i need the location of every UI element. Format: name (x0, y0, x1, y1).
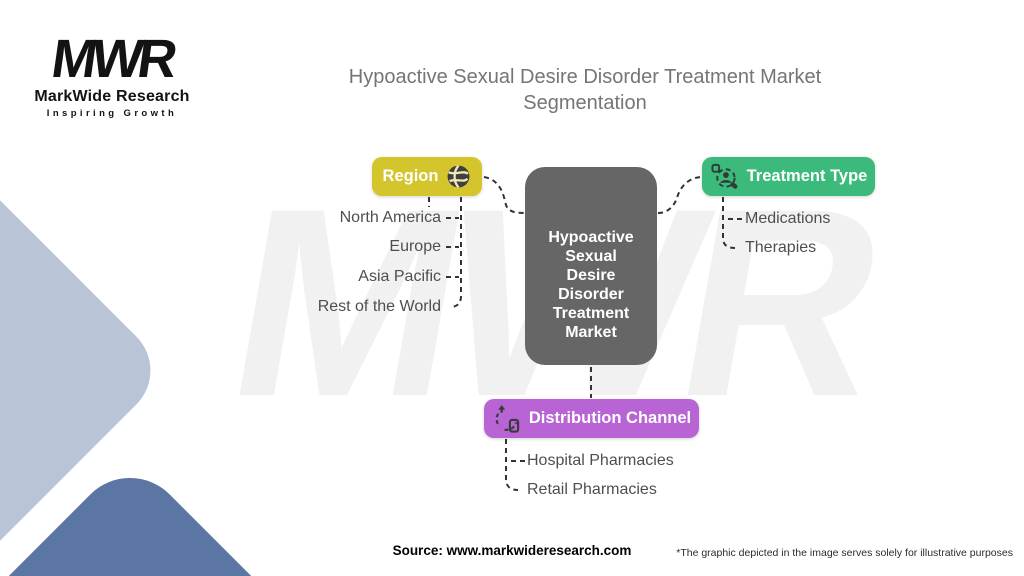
center-node-line: Disorder (558, 286, 624, 303)
center-node-line: Desire (566, 267, 616, 284)
markwide-logo: MWR MarkWide Research Inspiring Growth (28, 29, 196, 120)
region-item-asia-pacific: Asia Pacific (358, 268, 441, 285)
region-badge-label: Region (382, 167, 439, 185)
disclaimer-text: *The graphic depicted in the image serve… (676, 547, 1013, 559)
page-title-line2: Segmentation (523, 92, 647, 115)
sync-device-icon (495, 404, 520, 433)
connector-distribution-list-spine (505, 439, 519, 491)
treatment-item-therapies: Therapies (745, 239, 817, 256)
globe-icon (448, 164, 470, 189)
center-node-line: Market (565, 324, 617, 341)
center-node-line: Sexual (565, 248, 617, 265)
treatment-type-badge: Treatment Type (702, 157, 875, 196)
distribution-channel-badge-label: Distribution Channel (528, 409, 692, 427)
source-text: Source: www.markwideresearch.com (392, 543, 632, 558)
region-badge: Region (372, 157, 482, 196)
logo-tagline: Inspiring Growth (46, 108, 178, 120)
page-title: Hypoactive Sexual Desire Disorder Treatm… (260, 64, 910, 117)
center-node-line: Hypoactive (548, 229, 634, 246)
logo-name: MarkWide Research (34, 88, 190, 106)
treatment-type-badge-label: Treatment Type (746, 167, 868, 185)
distribution-channel-badge: Distribution Channel (484, 399, 699, 438)
patient-edit-icon (711, 163, 738, 189)
distribution-item-hospital-pharmacies: Hospital Pharmacies (527, 452, 674, 469)
region-item-rest-of-world: Rest of the World (317, 298, 441, 315)
distribution-item-retail-pharmacies: Retail Pharmacies (527, 481, 657, 498)
connector-center-to-treatment (657, 176, 702, 214)
center-market-node: Hypoactive Sexual Desire Disorder Treatm… (525, 167, 657, 365)
connector-treatment-list-spine (722, 197, 736, 249)
logo-mark: MWR (47, 29, 177, 89)
treatment-item-medications: Medications (745, 210, 831, 227)
center-node-line: Treatment (552, 305, 630, 322)
connector-region-to-center (483, 176, 525, 214)
region-item-north-america: North America (339, 209, 441, 226)
connector-region-list-spine (449, 197, 462, 308)
page-title-line1: Hypoactive Sexual Desire Disorder Treatm… (348, 66, 822, 88)
region-item-europe: Europe (389, 238, 441, 255)
